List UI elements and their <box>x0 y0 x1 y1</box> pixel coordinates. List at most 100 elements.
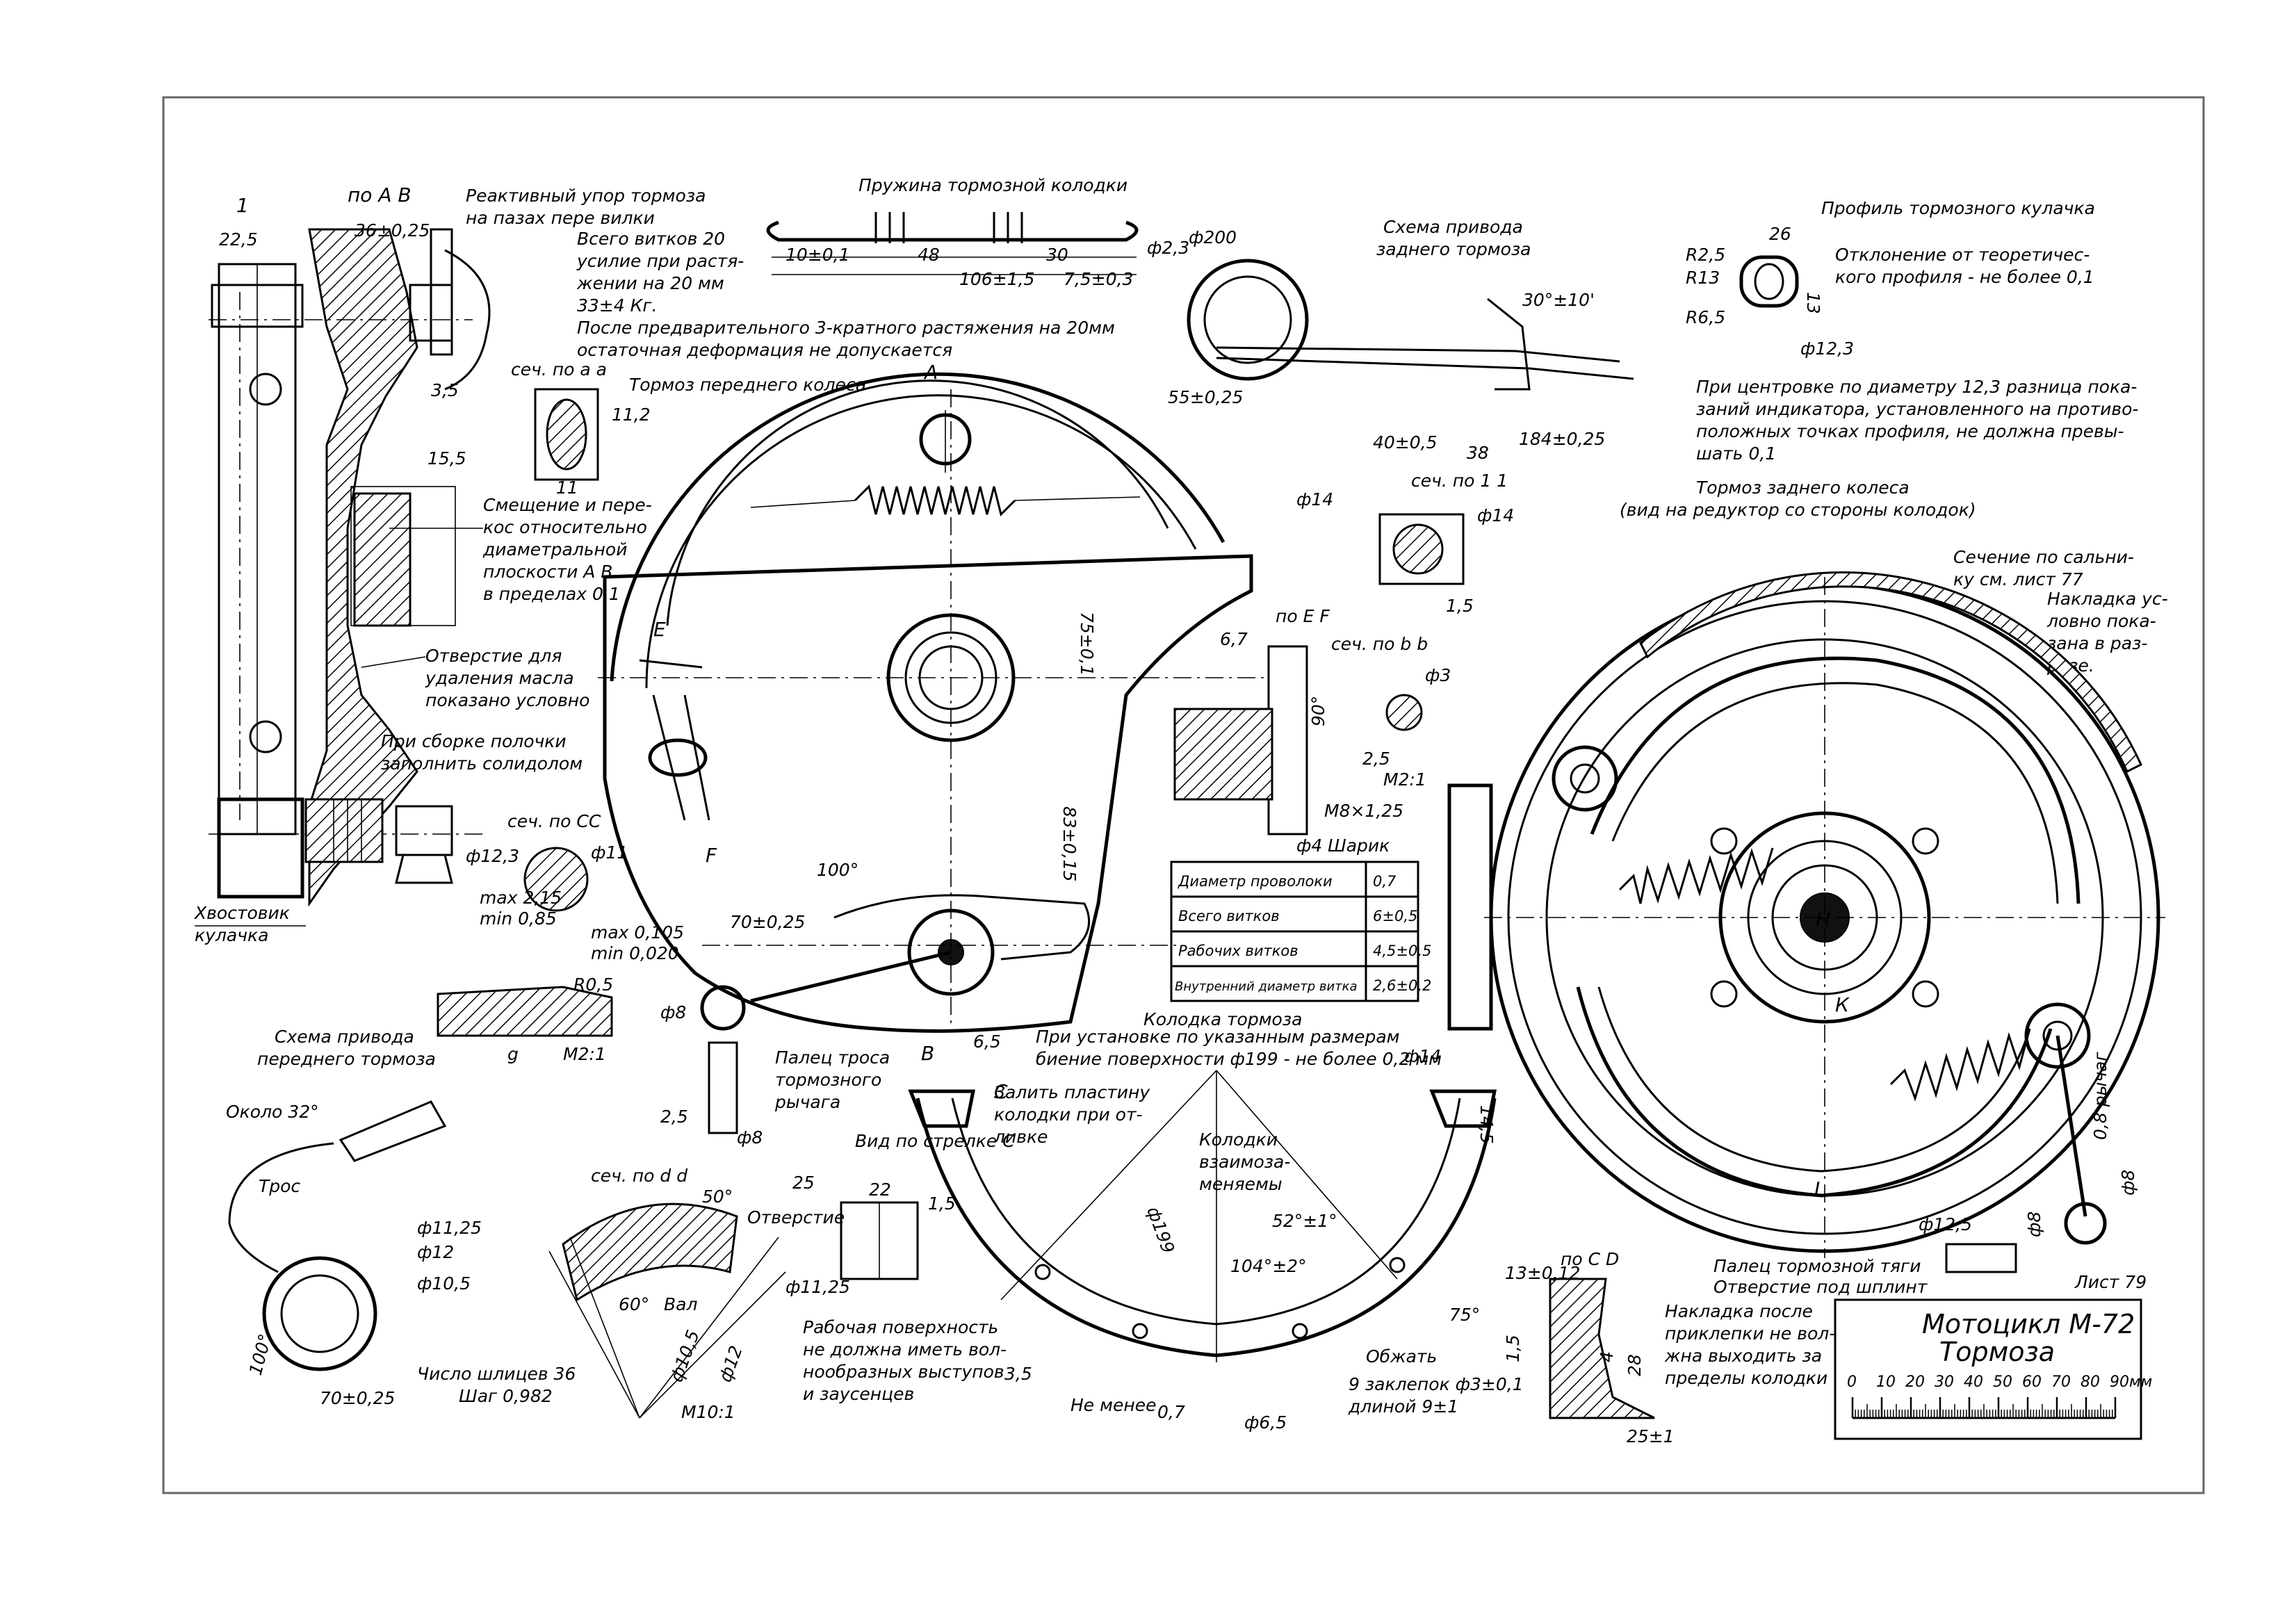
note-not-less: Не менее <box>1070 1395 1156 1415</box>
dim-15-5: 15,5 <box>428 448 466 468</box>
note-offset-4: плоскости А В <box>483 562 612 582</box>
dim-11-2: 11,2 <box>612 405 651 425</box>
dim-r13: R13 <box>1686 268 1720 288</box>
dim-f11-25b: ф11,25 <box>785 1277 850 1297</box>
dim-f8b: ф8 <box>737 1127 763 1148</box>
marker-e: Е <box>653 618 666 641</box>
spring-table: Диаметр проволоки 0,7 Всего витков 6±0,5… <box>1170 861 1431 1002</box>
note-splines-2: Шаг 0,982 <box>459 1386 553 1406</box>
dim-min085: min 0,85 <box>480 908 557 929</box>
note-centering-4: шать 0,1 <box>1696 443 1776 464</box>
dim-f12-3: ф12,3 <box>1800 339 1854 359</box>
sec-bb-label: сеч. по b b <box>1331 634 1428 654</box>
dim-28: 28 <box>1625 1354 1645 1376</box>
note-centering-1: При центровке по диаметру 12,3 разница п… <box>1696 377 2137 397</box>
dim-40: 40±0,5 <box>1373 432 1438 452</box>
dim-1-5c: 1,5 <box>1503 1335 1523 1362</box>
dim-4: 4 <box>1597 1351 1617 1362</box>
marker-f: F <box>706 844 717 867</box>
dim-3-5b: 3,5 <box>1004 1364 1032 1384</box>
dim-75: 75±0,1 <box>1077 612 1097 676</box>
dim-50: 50° <box>702 1186 733 1207</box>
brake-shoe: Колодка тормоза При установке по указанн… <box>803 1009 1524 1433</box>
note-rivets-1: 9 заклепок ф3±0,1 <box>1349 1374 1524 1394</box>
spring-heading: Пружина тормозной колодки <box>858 175 1127 195</box>
dim-f12b: ф12 <box>715 1343 746 1385</box>
dim-m12: М2:1 <box>1383 769 1426 790</box>
dim-83: 83±0,15 <box>1059 806 1080 881</box>
marker-c: С <box>994 1080 1008 1103</box>
scale-tick-label: 30 <box>1935 1373 1954 1391</box>
shoe-spring: Пружина тормозной колодки 10±0,1 48 30 1… <box>576 175 1189 360</box>
dim-30-10: 30°±10' <box>1522 290 1595 310</box>
dim-22-5: 22,5 <box>219 229 258 250</box>
note-oil-hole-2: удаления масла <box>425 668 574 688</box>
sec-11-label: сеч. по 1 1 <box>1411 471 1508 491</box>
scale-tick-label: 50 <box>1993 1373 2012 1391</box>
table-row-param: Рабочих витков <box>1178 943 1298 959</box>
sheet-label: Лист 79 <box>2074 1272 2147 1292</box>
marker-b: В <box>921 1042 934 1065</box>
dim-22: 22 <box>869 1180 891 1200</box>
dim-f12: ф12 <box>417 1242 454 1262</box>
note-rivets-2: длиной 9±1 <box>1348 1396 1458 1417</box>
table-row-value: 4,5±0,5 <box>1373 943 1431 959</box>
note-rod-pin-1: Палец тормозной тяги <box>1713 1256 1921 1276</box>
note-spring-turns-3: жении на 20 мм <box>576 273 724 293</box>
scale-tick-label: 0 <box>1847 1373 1857 1391</box>
dim-100: 100° <box>817 860 858 880</box>
dim-f12-5: ф12,5 <box>1919 1214 1972 1234</box>
view-cd: по С D 13±0,12 1,5 28 4 25±1 Накладка по… <box>1503 1249 1835 1446</box>
note-lining-after-3: жна выходить за <box>1664 1346 1822 1366</box>
note-spring-stretch-1: После предварительного 3-кратного растяж… <box>577 318 1115 338</box>
dim-55: 55±0,25 <box>1168 387 1243 407</box>
note-install-2: биение поверхности ф199 - не более 0,2 м… <box>1036 1049 1442 1069</box>
section-dd: сеч. по d d ф11,25 ф12 ф10,5 50° 60° Вал… <box>417 1166 850 1422</box>
dim-r0-5: R0,5 <box>573 974 613 995</box>
front-drive-heading-1: Схема привода <box>275 1027 414 1047</box>
note-cable: Трос <box>259 1176 300 1196</box>
note-work-surf-3: нообразных выступов <box>803 1362 1004 1382</box>
note-offset-2: кос относительно <box>483 517 647 537</box>
sec-aa-label: сеч. по а а <box>511 359 607 380</box>
table-row-value: 6±0,5 <box>1373 908 1417 924</box>
note-centering-3: положных точках профиля, не должна превы… <box>1696 421 2124 441</box>
table-row-value: 0,7 <box>1373 873 1397 890</box>
note-hole: Отверстие <box>747 1207 845 1228</box>
note-lining-after-4: пределы колодки <box>1665 1368 1827 1388</box>
dim-f6-5: ф6,5 <box>1244 1412 1287 1433</box>
dim-g: g <box>507 1044 519 1064</box>
dim-25b: 25±1 <box>1627 1426 1675 1446</box>
dim-38: 38 <box>1467 443 1489 463</box>
note-assembly-1: При сборке полочки <box>381 731 567 751</box>
dim-f14a: ф14 <box>1296 489 1333 509</box>
dim-6-5: 6,5 <box>973 1031 1001 1052</box>
note-plate-3: ливке <box>993 1127 1048 1147</box>
note-cable-pin-2: тормозного <box>775 1070 881 1090</box>
note-offset-5: в пределах 0,1 <box>483 584 620 604</box>
dim-r6-5: R6,5 <box>1686 307 1725 327</box>
cam-profile-heading: Профиль тормозного кулачка <box>1821 198 2095 218</box>
dim-3-5: 3,5 <box>431 380 459 400</box>
dim-r2-5: R2,5 <box>1686 245 1725 265</box>
dim-2-5: 2,5 <box>1362 749 1390 769</box>
dim-25: 25 <box>792 1173 815 1193</box>
view-ef: по Е F 6,7 сеч. по b b 90° ф3 2,5 М2:1 М… <box>1173 606 1451 856</box>
dim-f2-3: ф2,3 <box>1147 238 1189 258</box>
scale-tick-label: 40 <box>1964 1373 1983 1391</box>
note-oil-hole-3: показано условно <box>425 690 589 710</box>
dim-184: 184±0,25 <box>1519 429 1605 449</box>
dim-min0020: min 0,020 <box>591 943 679 963</box>
note-rod-pin-2: Отверстие под шплинт <box>1713 1277 1928 1297</box>
note-cable-pin-3: рычага <box>774 1092 840 1112</box>
note-plate-1: Залить пластину <box>994 1082 1150 1102</box>
sec-cc-label: сеч. по СС <box>507 811 601 831</box>
dim-m8: М8×1,25 <box>1324 801 1403 821</box>
note-spring-turns-2: усилие при растя- <box>576 251 744 271</box>
view-ab-label: по А В <box>348 183 412 206</box>
note-work-surf-4: и заусенцев <box>803 1384 914 1404</box>
dim-f8: ф8 <box>660 1002 686 1022</box>
marker-k: К <box>1835 993 1850 1016</box>
note-reactive-stop-1: Реактивный упор тормоза <box>466 186 706 206</box>
